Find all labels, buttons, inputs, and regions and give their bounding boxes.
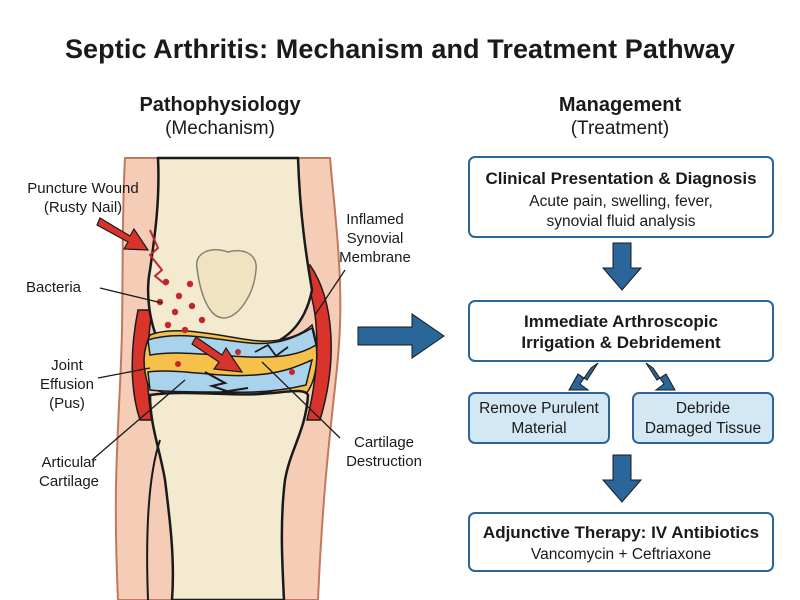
debride-tissue-box: Debride Damaged Tissue <box>632 392 774 444</box>
label-destruction-line2: Destruction <box>346 453 422 470</box>
label-effusion-line3: (Pus) <box>49 395 85 412</box>
puncture-arrow <box>96 217 150 251</box>
tibia-bone <box>148 389 310 600</box>
remove-material-box: Remove Purulent Material <box>468 392 610 444</box>
bacteria-dots <box>156 278 295 375</box>
transition-arrow <box>357 313 445 359</box>
management-title: Management <box>558 94 682 116</box>
articular-cartilage <box>147 326 317 358</box>
remove-line1: Remove Purulent <box>479 400 599 417</box>
pathophysiology-heading: Pathophysiology (Mechanism) <box>90 93 350 141</box>
label-destruction-line1: Cartilage <box>353 434 415 451</box>
diagnosis-title: Clinical Presentation & Diagnosis <box>485 169 757 188</box>
label-synovial-line3: Membrane <box>339 249 411 266</box>
page-title: Septic Arthritis: Mechanism and Treatmen… <box>64 34 736 64</box>
label-cartilage-line1: Articular <box>41 454 97 471</box>
irrigation-box: Immediate Arthroscopic Irrigation & Debr… <box>468 300 774 362</box>
flow-arrow-right <box>645 362 676 391</box>
pathophysiology-subtitle: (Mechanism) <box>165 118 275 139</box>
debride-line1: Debride <box>675 400 731 417</box>
irrigation-line1: Immediate Arthroscopic <box>524 312 718 331</box>
label-inflamed-synovial-membrane: Inflamed Synovial Membrane <box>332 210 418 267</box>
remove-line2: Material <box>511 420 567 437</box>
label-synovial-line2: Synovial <box>346 230 404 247</box>
label-cartilage-destruction: Cartilage Destruction <box>334 433 434 471</box>
label-puncture-wound: Puncture Wound (Rusty Nail) <box>18 179 148 217</box>
label-effusion-line1: Joint <box>51 357 83 374</box>
management-heading: Management (Treatment) <box>490 93 750 141</box>
irrigation-line2: Irrigation & Debridement <box>521 333 721 352</box>
label-synovial-line1: Inflamed <box>346 211 404 228</box>
management-subtitle: (Treatment) <box>570 118 670 139</box>
label-bacteria: Bacteria <box>26 279 82 296</box>
label-cartilage-line2: Cartilage <box>38 473 100 490</box>
flow-arrow-2 <box>601 454 643 503</box>
flow-arrow-left <box>568 362 599 391</box>
puncture-crack <box>148 229 167 286</box>
fibula-bone <box>146 439 161 600</box>
debride-line2: Damaged Tissue <box>644 420 762 437</box>
cartilage-destruction <box>204 371 249 396</box>
label-joint-effusion: Joint Effusion (Pus) <box>32 356 102 413</box>
label-articular-cartilage: Articular Cartilage <box>30 453 108 491</box>
antibiotics-line1: Vancomycin + Ceftriaxone <box>530 546 712 563</box>
diagnosis-line2: synovial fluid analysis <box>546 213 696 230</box>
diagnosis-box: Clinical Presentation & Diagnosis Acute … <box>468 156 774 238</box>
pathophysiology-title: Pathophysiology <box>139 94 301 116</box>
spread-arrow <box>191 336 244 373</box>
diagnosis-line1: Acute pain, swelling, fever, <box>529 193 713 210</box>
antibiotics-title: Adjunctive Therapy: IV Antibiotics <box>482 523 760 542</box>
antibiotics-box: Adjunctive Therapy: IV Antibiotics Vanco… <box>468 512 774 572</box>
label-effusion-line2: Effusion <box>40 376 94 393</box>
flow-arrow-1 <box>601 242 643 291</box>
label-puncture-line2: (Rusty Nail) <box>43 199 123 216</box>
patella <box>196 248 257 319</box>
label-puncture-line1: Puncture Wound <box>27 180 139 197</box>
leader-lines <box>91 269 346 461</box>
